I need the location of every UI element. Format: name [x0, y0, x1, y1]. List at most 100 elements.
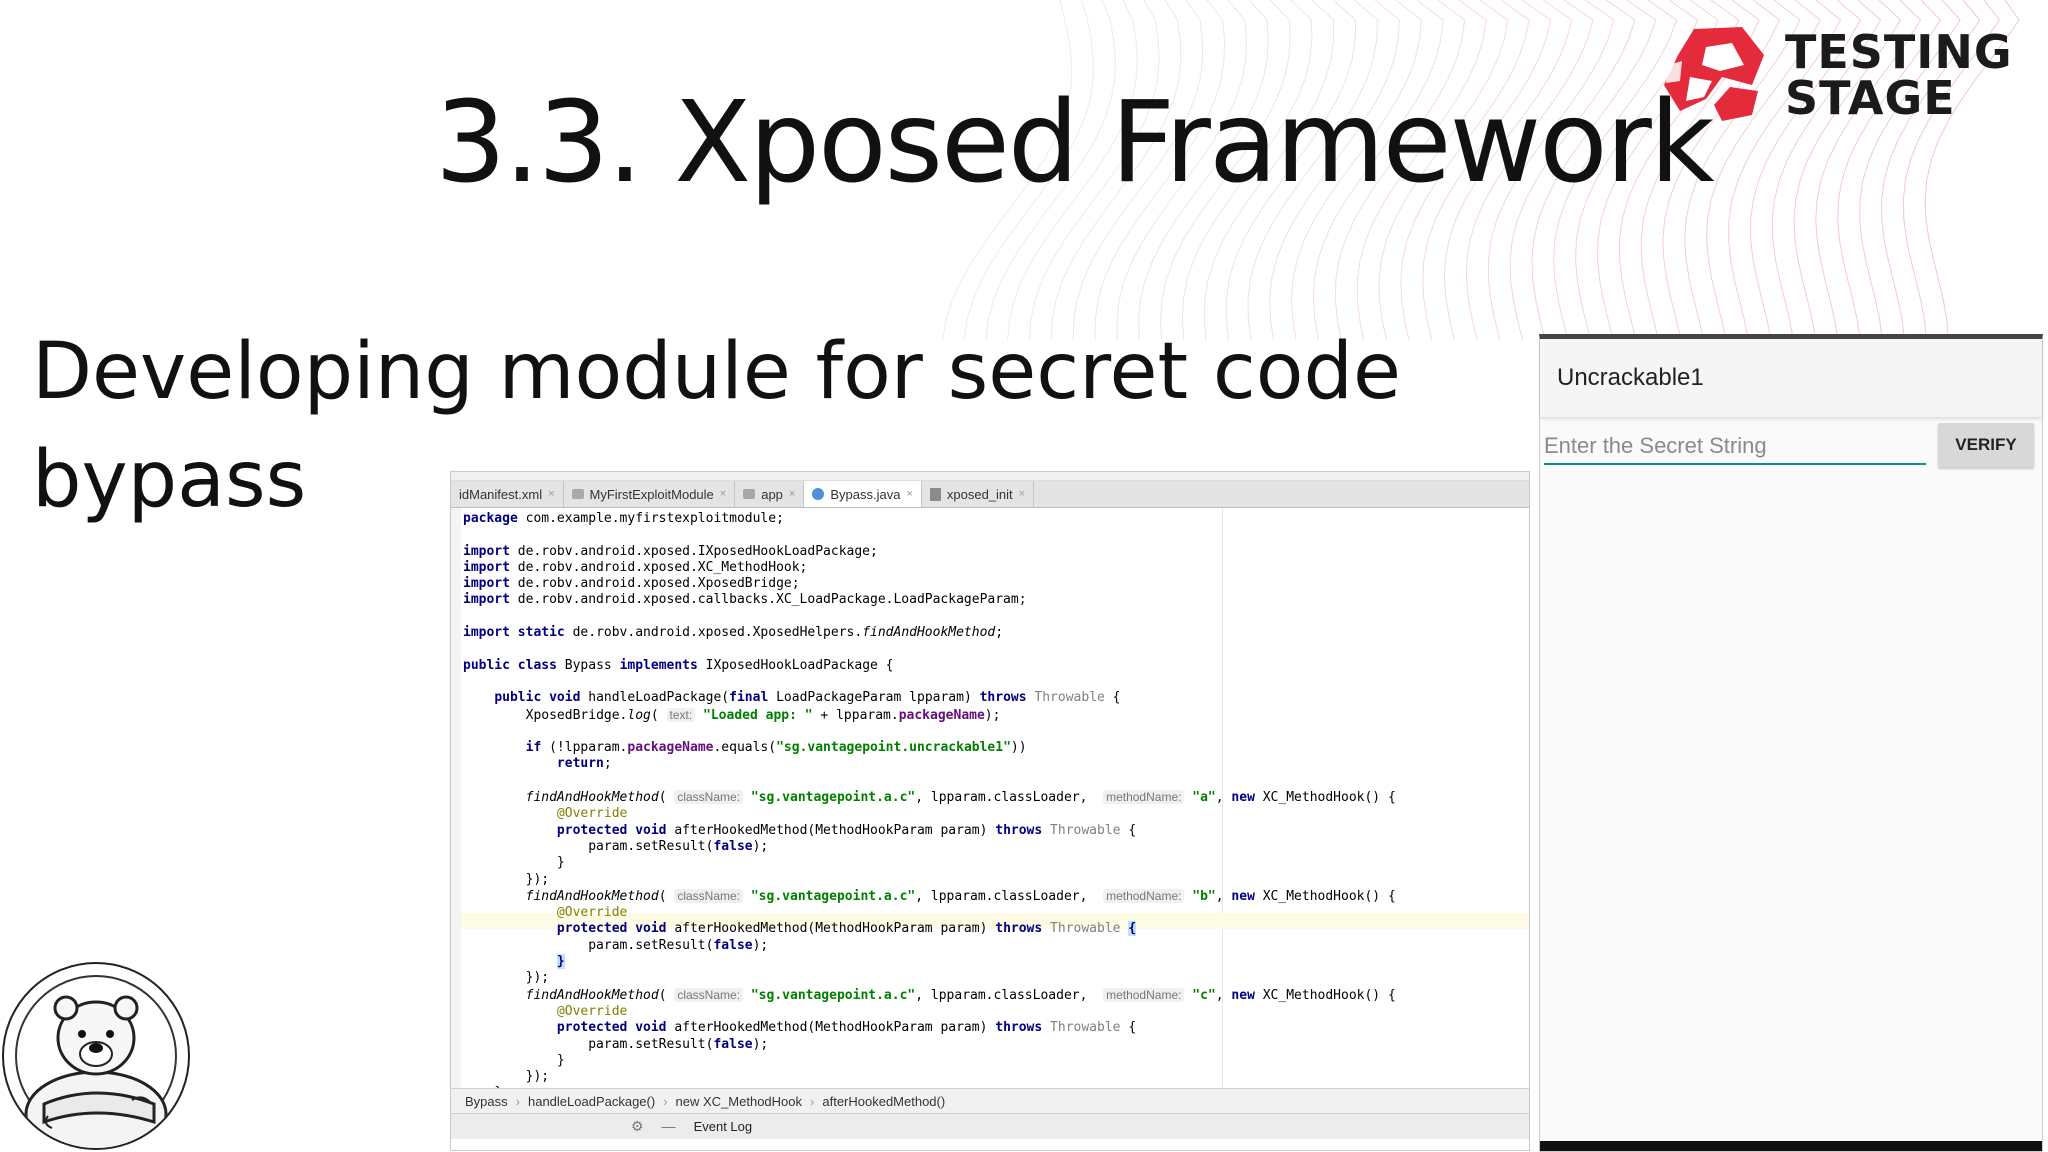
file-icon	[929, 487, 941, 501]
code-text: de.robv.android.xposed.callbacks.XC_Load…	[509, 592, 1027, 608]
breadcrumb-item[interactable]: new XC_MethodHook	[675, 1093, 803, 1109]
kw: class	[517, 657, 557, 673]
tab-label: idManifest.xml	[459, 486, 543, 502]
wave-line	[1815, 0, 1922, 341]
kw: void	[635, 822, 667, 838]
code-throwable: Throwable	[1034, 690, 1105, 706]
breadcrumb-item[interactable]: handleLoadPackage()	[527, 1093, 656, 1109]
code-text: });	[525, 871, 550, 887]
code-text: });	[525, 970, 550, 986]
wave-line	[1203, 0, 1335, 341]
param-hint: text:	[666, 707, 696, 722]
code-annotation: @Override	[556, 1003, 628, 1019]
code-string-part: .uncrackable1"	[901, 740, 1011, 756]
wave-line	[1487, 0, 1615, 341]
close-icon[interactable]: ×	[906, 488, 913, 500]
bear-mascot-logo	[2, 962, 190, 1150]
code-string-part: "sg.	[750, 987, 783, 1003]
wave-line	[1684, 0, 1801, 341]
wave-line	[1771, 0, 1882, 341]
code-text: , lpparam.classLoader,	[915, 790, 1088, 806]
kw: void	[549, 690, 581, 706]
phone-bottom-bar	[1540, 1141, 2042, 1151]
breadcrumb-separator: ›	[663, 1093, 668, 1109]
breadcrumb-item[interactable]: afterHookedMethod()	[822, 1093, 946, 1109]
code-string-part: "sg.	[776, 740, 808, 756]
tab-android-manifest[interactable]: idManifest.xml ×	[451, 481, 564, 507]
code-string: "sg.vantagepoint.a.c"	[751, 889, 915, 904]
close-icon[interactable]: ×	[548, 488, 555, 500]
wave-line	[1072, 0, 1204, 341]
wave-line	[1334, 0, 1466, 341]
kw: new	[1231, 888, 1255, 904]
kw: new	[1231, 790, 1255, 806]
param-hint: className:	[674, 790, 744, 805]
wave-line	[1837, 0, 1941, 341]
kw: implements	[619, 657, 698, 673]
code-string: "sg.vantagepoint.a.c"	[751, 790, 915, 805]
tab-label: app	[761, 486, 783, 502]
code-text: , lpparam.classLoader,	[915, 888, 1088, 904]
tab-bypass-java[interactable]: Bypass.java ×	[804, 481, 922, 507]
wave-line	[1902, 0, 2001, 341]
wave-line	[1859, 0, 1961, 341]
code-text: afterHookedMethod(MethodHookParam param)	[666, 921, 996, 937]
minimize-icon[interactable]: —	[661, 1118, 676, 1134]
ide-toolbar-strip	[451, 472, 1529, 481]
event-log-button[interactable]: Event Log	[693, 1119, 753, 1134]
breadcrumb-item[interactable]: Bypass	[465, 1093, 508, 1109]
kw: import	[463, 625, 510, 641]
tab-label: xposed_init	[946, 486, 1013, 502]
wave-line	[1706, 0, 1821, 341]
wave-line	[1881, 0, 1981, 341]
wave-line	[1094, 0, 1226, 341]
code-string-part: vantagepoint	[782, 790, 877, 806]
code-string: "sg.vantagepoint.a.c"	[751, 988, 915, 1003]
code-text: Bypass	[556, 657, 620, 673]
logo-text: TESTING STAGE	[1785, 29, 2013, 121]
kw: return	[556, 756, 604, 772]
wave-line	[1028, 0, 1160, 341]
close-icon[interactable]: ×	[719, 488, 727, 500]
close-icon[interactable]: ×	[788, 488, 796, 500]
secret-form: VERIFY	[1544, 423, 2036, 475]
editor-tab-bar: idManifest.xml × MyFirstExploitModule × …	[451, 481, 1529, 508]
java-class-icon	[812, 488, 825, 500]
tab-xposed-init[interactable]: xposed_init ×	[922, 481, 1035, 507]
kw: throws	[995, 822, 1043, 838]
code-string: "c"	[1192, 987, 1216, 1003]
code-field: packageName	[898, 707, 985, 723]
close-icon[interactable]: ×	[1018, 488, 1026, 500]
kw: protected	[556, 822, 628, 838]
code-string: "b"	[1192, 888, 1216, 904]
gear-icon[interactable]: ⚙	[631, 1118, 644, 1134]
wave-line	[1750, 0, 1862, 341]
code-text: com.example.myfirstexploitmodule;	[517, 511, 784, 526]
wave-line	[1553, 0, 1678, 341]
slide-title: 3.3. Xposed Framework	[435, 78, 1715, 208]
android-studio-window: idManifest.xml × MyFirstExploitModule × …	[450, 471, 1530, 1151]
code-text: afterHookedMethod(MethodHookParam param)	[666, 822, 996, 838]
code-text: XC_MethodHook() {	[1254, 888, 1396, 904]
secret-string-input[interactable]	[1544, 429, 1926, 465]
code-method: log	[627, 707, 651, 723]
matched-brace: {	[1128, 921, 1137, 937]
code-throwable: Throwable	[1050, 1020, 1121, 1036]
wave-line	[1116, 0, 1248, 341]
verify-button[interactable]: VERIFY	[1938, 423, 2034, 467]
code-text: IXposedHookLoadPackage {	[697, 657, 894, 673]
code-editor[interactable]: package com.example.myfirstexploitmodule…	[451, 508, 1529, 1088]
tab-app[interactable]: app ×	[735, 481, 805, 507]
wave-line	[1465, 0, 1594, 341]
wave-line	[963, 0, 1094, 341]
kw: if	[525, 740, 542, 756]
code-text: afterHookedMethod(MethodHookParam param)	[666, 1020, 996, 1036]
code-text: param.setResult(	[588, 838, 714, 854]
param-hint: methodName:	[1103, 888, 1185, 903]
kw: protected	[556, 921, 628, 937]
code-string-part: vantagepoint	[782, 888, 877, 904]
testing-stage-logo-mark	[1664, 27, 1764, 121]
kw: public	[494, 690, 542, 706]
tab-my-first-exploit-module[interactable]: MyFirstExploitModule ×	[564, 481, 736, 507]
